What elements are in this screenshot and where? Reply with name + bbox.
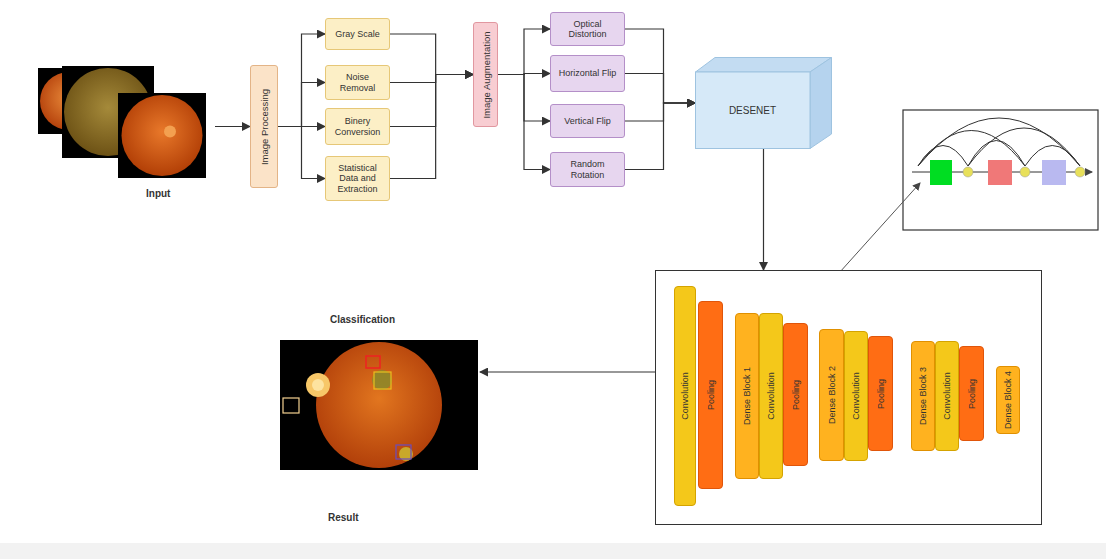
box-text: Binery Conversion [329, 116, 386, 137]
box-label: Optical Distortion [554, 19, 621, 40]
flow-arrow [390, 75, 473, 127]
box-label: Convolution [766, 372, 776, 420]
convolution-layer: Convolution [935, 341, 959, 451]
box-label: Image Augmentation [480, 31, 491, 118]
box-label: Dense Block 4 [1003, 371, 1013, 429]
flow-arrow [498, 75, 550, 170]
flow-arrow [763, 149, 764, 270]
box-label: Gray Scale [335, 29, 380, 39]
box-text: Statistical Data and Extraction [329, 163, 386, 194]
process-step-box: Gray Scale [325, 18, 390, 50]
model-face: DESENET [695, 72, 810, 149]
process-step-box: Statistical Data and Extraction [325, 156, 390, 201]
box-label: Convolution [942, 372, 952, 420]
process-box: Image Processing [250, 65, 278, 188]
result-image: ClassificationResult [278, 312, 480, 530]
flow-arrow [278, 34, 325, 127]
box-text: Horizontal Flip [559, 68, 617, 78]
flow-arrow [498, 29, 550, 75]
dense-block: Dense Block 1 [735, 313, 759, 479]
dense-block: Dense Block 4 [996, 366, 1020, 434]
augmentation-box: Image Augmentation [473, 22, 498, 127]
augmentation-step-box: Horizontal Flip [550, 55, 625, 92]
box-text: Vertical Flip [564, 116, 611, 126]
dense-block: Dense Block 2 [819, 329, 844, 461]
pooling-layer: Pooling [698, 301, 723, 489]
dense-block: Dense Block 3 [911, 341, 935, 451]
model-block: DESENET [695, 57, 832, 149]
inset-frame [903, 110, 1098, 230]
box-label: Pooling [876, 378, 886, 408]
fundus-images [30, 60, 215, 210]
box-3d-shape [695, 57, 832, 149]
box-text: Random Rotation [554, 159, 621, 180]
box-label: Pooling [967, 378, 977, 408]
convolution-layer: Convolution [674, 286, 696, 506]
box-label: Pooling [706, 380, 716, 410]
flow-arrow [390, 75, 473, 83]
pooling-layer: Pooling [868, 336, 893, 451]
box-label: Noise Removal [329, 72, 386, 93]
fundus-result [278, 312, 480, 530]
augmentation-step-box: Random Rotation [550, 152, 625, 187]
process-step-box: Binery Conversion [325, 108, 390, 145]
image-label: Classification [330, 314, 395, 325]
box-label: Image Processing [259, 88, 270, 164]
box-label: Random Rotation [554, 159, 621, 180]
box-label: Binery Conversion [329, 116, 386, 137]
flow-arrow [278, 127, 325, 179]
flow-arrow [625, 103, 695, 121]
flow-arrow [390, 34, 473, 75]
pooling-layer: Pooling [959, 346, 984, 441]
box-label: Pooling [791, 379, 801, 409]
box-label: Convolution [851, 372, 861, 420]
pooling-layer: Pooling [783, 323, 808, 466]
box-text: Noise Removal [329, 72, 386, 93]
convolution-layer: Convolution [759, 313, 783, 479]
box-text: Gray Scale [335, 29, 380, 39]
flow-arrow [625, 103, 695, 170]
input-images: Input [30, 60, 215, 210]
flow-arrow [278, 83, 325, 127]
augmentation-step-box: Optical Distortion [550, 12, 625, 46]
box-label: Dense Block 3 [918, 367, 928, 425]
box-text: Optical Distortion [554, 19, 621, 40]
process-step-box: Noise Removal [325, 65, 390, 100]
box-label: Dense Block 1 [742, 367, 752, 425]
flow-arrow [625, 74, 695, 104]
box-label: Dense Block 2 [827, 366, 837, 424]
architecture-frame: Convolution Pooling Dense Block 1 Convoluti… [655, 270, 1042, 525]
box-label: Statistical Data and Extraction [329, 163, 386, 194]
box-label: Convolution [680, 372, 690, 420]
flow-arrow [390, 75, 473, 179]
image-label: Input [146, 188, 170, 199]
box-label: Horizontal Flip [559, 68, 617, 78]
box-label: Vertical Flip [564, 116, 611, 126]
image-label: Result [328, 512, 359, 523]
augmentation-step-box: Vertical Flip [550, 104, 625, 138]
flow-arrow [625, 29, 695, 103]
flow-arrow [480, 371, 655, 372]
flow-arrow [215, 126, 250, 127]
model-label: DESENET [729, 105, 776, 116]
convolution-layer: Convolution [844, 331, 868, 461]
bottom-strip [0, 543, 1106, 559]
